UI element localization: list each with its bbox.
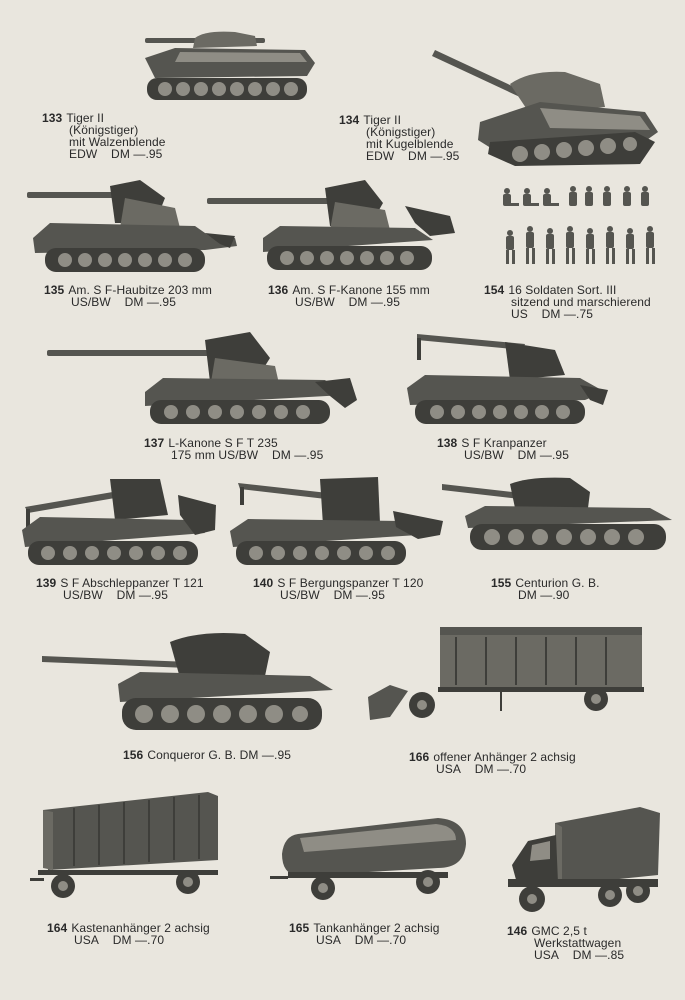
gmc-truck-icon (500, 805, 665, 917)
tank-trailer-icon (268, 816, 470, 906)
tiger-tank-icon (430, 42, 662, 167)
conqueror-tank-icon (40, 628, 335, 738)
soldiers-icon (495, 185, 665, 275)
open-trailer-icon (360, 625, 650, 730)
howitzer-tank-icon (25, 178, 240, 278)
long-gun-tank-icon (45, 330, 360, 430)
salvage-tank-icon (228, 475, 448, 570)
centurion-tank-icon (440, 472, 675, 557)
crane-tank-icon (405, 330, 610, 430)
box-trailer-icon (28, 790, 228, 905)
recovery-tank-icon (20, 475, 220, 570)
gun-tank-icon (205, 178, 460, 278)
tiger-tank-icon (135, 28, 320, 106)
